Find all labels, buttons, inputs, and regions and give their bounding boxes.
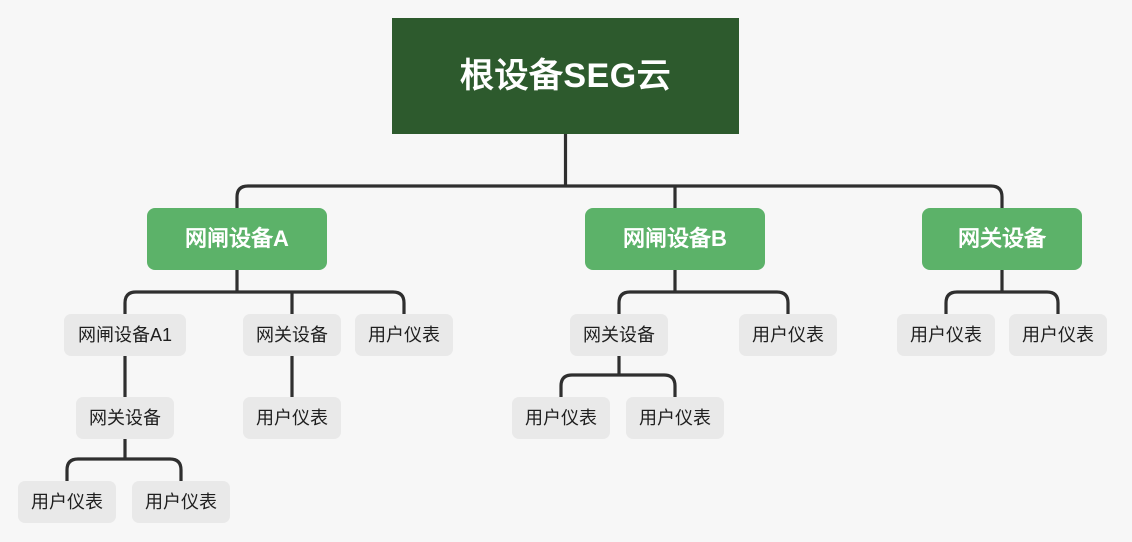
tree-node-a[interactable]: 网闸设备A: [147, 208, 327, 270]
edge-bus-a: [123, 290, 406, 304]
tree-node-a3[interactable]: 用户仪表: [355, 314, 453, 356]
tree-node-a2[interactable]: 网关设备: [243, 314, 341, 356]
edge-bus-c: [944, 290, 1060, 304]
tree-node-b1b[interactable]: 用户仪表: [626, 397, 724, 439]
tree-node-root[interactable]: 根设备SEG云: [392, 18, 739, 134]
edge-bus-b: [617, 290, 790, 304]
tree-node-b1[interactable]: 网关设备: [570, 314, 668, 356]
tree-node-a1a2[interactable]: 用户仪表: [132, 481, 230, 523]
edge-bus-root: [235, 184, 1004, 198]
edge-bus-b1: [559, 373, 677, 387]
tree-node-c[interactable]: 网关设备: [922, 208, 1082, 270]
edge-bus-a1a: [65, 457, 183, 471]
tree-node-a1a1[interactable]: 用户仪表: [18, 481, 116, 523]
tree-node-b1a[interactable]: 用户仪表: [512, 397, 610, 439]
tree-node-b[interactable]: 网闸设备B: [585, 208, 765, 270]
tree-node-a1a[interactable]: 网关设备: [76, 397, 174, 439]
tree-node-c1[interactable]: 用户仪表: [897, 314, 995, 356]
tree-node-a2a[interactable]: 用户仪表: [243, 397, 341, 439]
tree-node-a1[interactable]: 网闸设备A1: [64, 314, 186, 356]
tree-node-c2[interactable]: 用户仪表: [1009, 314, 1107, 356]
tree-node-b2[interactable]: 用户仪表: [739, 314, 837, 356]
